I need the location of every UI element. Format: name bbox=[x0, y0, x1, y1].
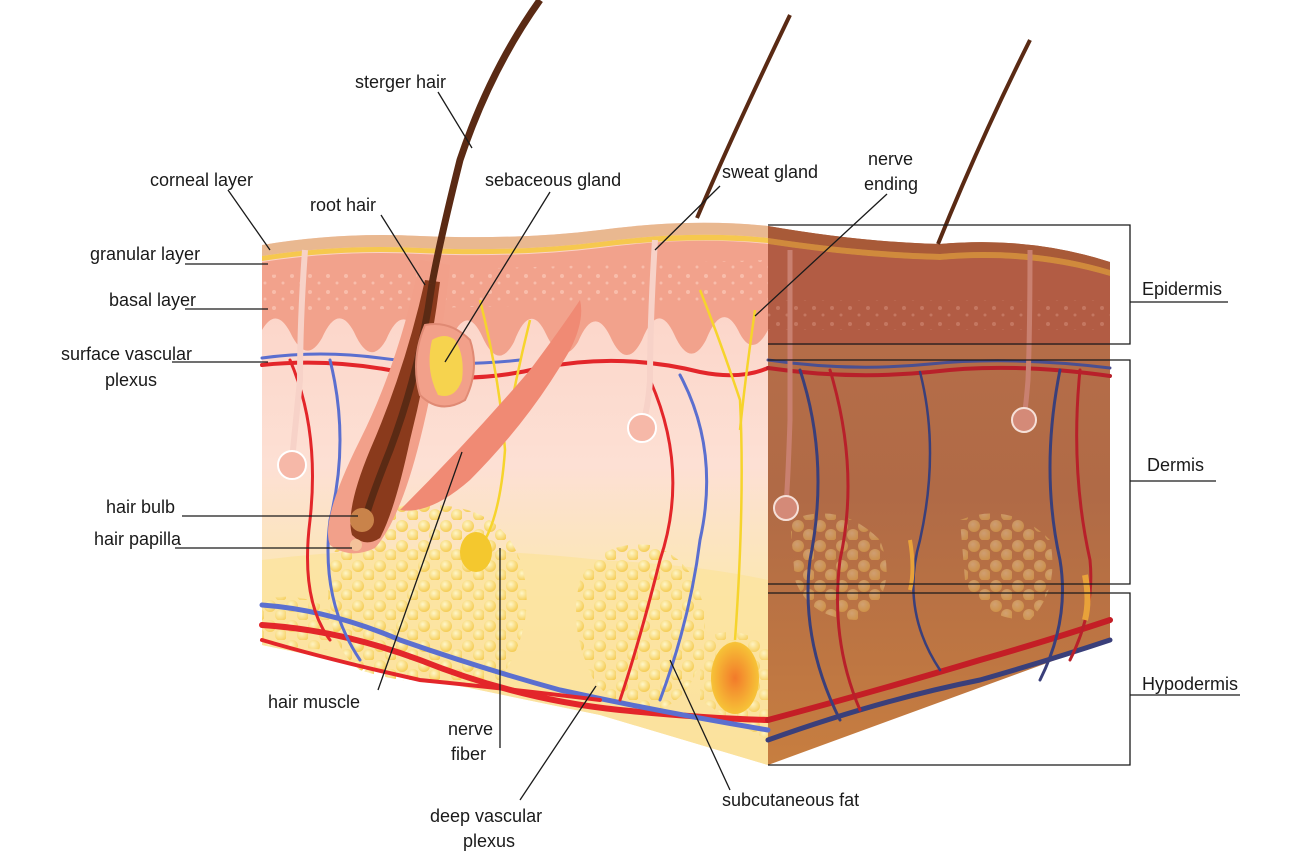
hair-follicle bbox=[328, 0, 582, 554]
label-nerve-ending-line2: ending bbox=[864, 174, 918, 194]
sweat-glands bbox=[277, 239, 1037, 521]
corneal-layer bbox=[262, 222, 768, 256]
label-deep-vascular-line2: plexus bbox=[463, 831, 515, 851]
leader-lines bbox=[172, 91, 1240, 801]
label-epidermis: Epidermis bbox=[1142, 279, 1222, 299]
label-deep-vascular-line1: deep vascular bbox=[430, 806, 542, 826]
hair-bulb-shape bbox=[350, 508, 374, 532]
granular-layer bbox=[262, 234, 768, 261]
label-nerve-fiber-line2: fiber bbox=[451, 744, 486, 764]
label-sweat-gland: sweat gland bbox=[722, 162, 818, 182]
label-hair-papilla: hair papilla bbox=[94, 529, 182, 549]
label-root-hair: root hair bbox=[310, 195, 376, 215]
label-hypodermis: Hypodermis bbox=[1142, 674, 1238, 694]
hair-shaft-2 bbox=[695, 14, 792, 219]
vascular-network bbox=[259, 352, 1113, 743]
label-nerve-fiber-line1: nerve bbox=[448, 719, 493, 739]
label-corneal-layer: corneal layer bbox=[150, 170, 253, 190]
label-surface-vascular-line1: surface vascular bbox=[61, 344, 192, 364]
label-hair-muscle: hair muscle bbox=[268, 692, 360, 712]
label-basal-layer: basal layer bbox=[109, 290, 196, 310]
label-sebaceous-gland: sebaceous gland bbox=[485, 170, 621, 190]
label-dermis: Dermis bbox=[1147, 455, 1204, 475]
label-surface-vascular-line2: plexus bbox=[105, 370, 157, 390]
hair-papilla-shape bbox=[350, 539, 362, 551]
label-granular-layer: granular layer bbox=[90, 244, 200, 264]
label-nerve-ending-line1: nerve bbox=[868, 149, 913, 169]
labels: sterger hair corneal layer root hair seb… bbox=[61, 72, 1238, 851]
side-face bbox=[768, 226, 1110, 765]
hair-shaft-3 bbox=[936, 39, 1032, 245]
hair-shaft bbox=[428, 0, 543, 285]
label-hair-bulb: hair bulb bbox=[106, 497, 175, 517]
fat-lobule-right bbox=[576, 544, 705, 710]
label-sterger-hair: sterger hair bbox=[355, 72, 446, 92]
label-subcutaneous-fat: subcutaneous fat bbox=[722, 790, 859, 810]
